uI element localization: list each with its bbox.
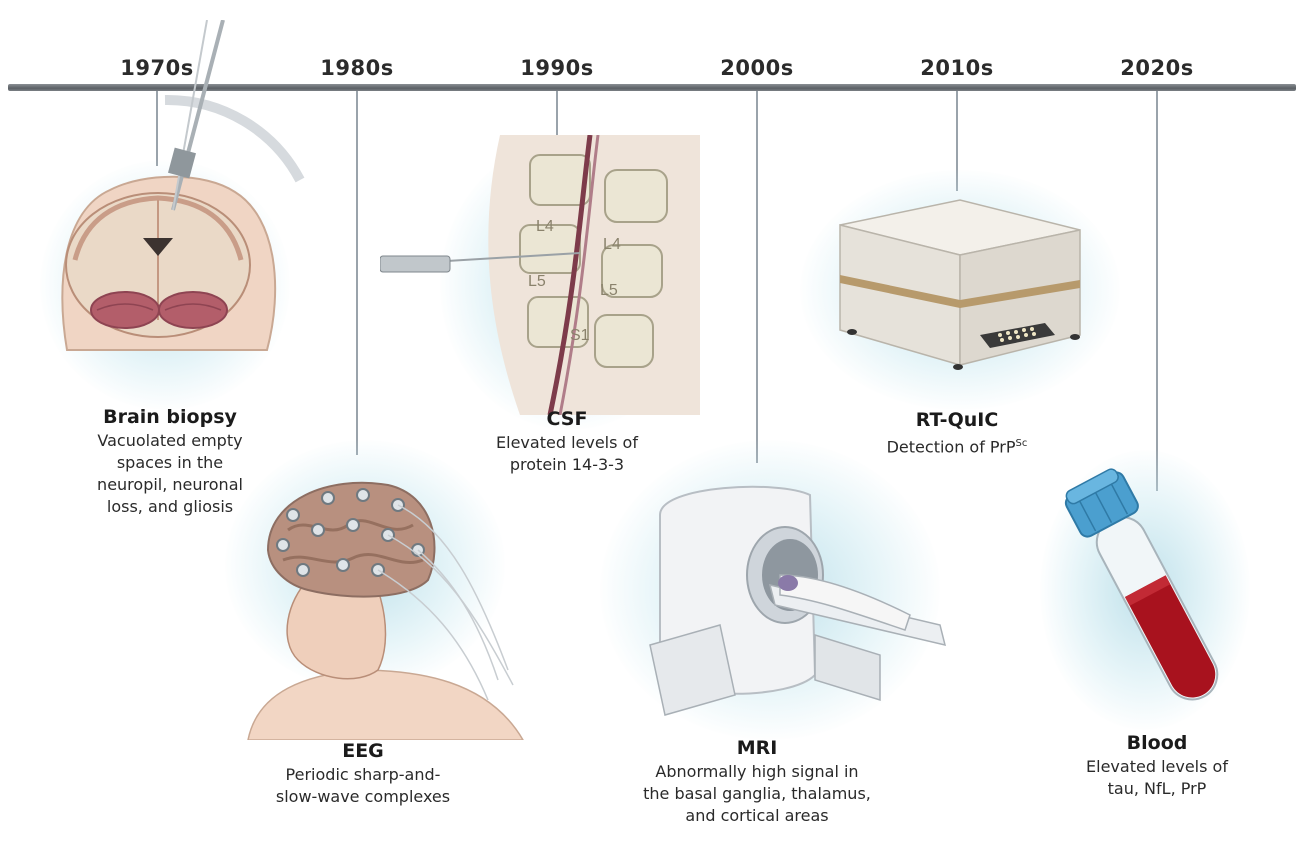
brain-biopsy-illustration (55, 20, 305, 420)
vertebra-label-s1: S1 (570, 327, 590, 345)
mri-title: MRI (607, 735, 907, 761)
vertebra-label-l5: L5 (528, 273, 546, 291)
csf-caption: CSF Elevated levels of protein 14-3-3 (417, 406, 717, 476)
connector-1980s (356, 91, 358, 455)
decade-label-2020s: 2020s (1097, 56, 1217, 80)
blood-description: Elevated levels of tau, NfL, PrP (1007, 756, 1296, 800)
blood-caption: Blood Elevated levels of tau, NfL, PrP (1007, 730, 1296, 800)
rtquic-description: Detection of PrPSc (807, 433, 1107, 458)
rtquic-instrument-illustration (830, 195, 1090, 375)
connector-2000s (756, 91, 758, 463)
eeg-caption: EEG Periodic sharp-and- slow-wave comple… (213, 738, 513, 808)
rtquic-title: RT-QuIC (807, 407, 1107, 433)
rtquic-description-superscript: Sc (1016, 438, 1028, 449)
eeg-title: EEG (213, 738, 513, 764)
mri-caption: MRI Abnormally high signal in the basal … (607, 735, 907, 827)
vertebra-label-l4-right: L4 (603, 236, 621, 254)
decade-label-2010s: 2010s (897, 56, 1017, 80)
rtquic-description-text: Detection of PrP (887, 437, 1016, 456)
csf-title: CSF (417, 406, 717, 432)
connector-1990s (556, 91, 558, 141)
vertebra-label-l4: L4 (536, 218, 554, 236)
blood-tube-illustration (1060, 465, 1240, 725)
biopsy-title: Brain biopsy (20, 404, 320, 430)
blood-title: Blood (1007, 730, 1296, 756)
decade-label-2000s: 2000s (697, 56, 817, 80)
vertebra-label-l5-right: L5 (600, 282, 618, 300)
decade-label-1990s: 1990s (497, 56, 617, 80)
eeg-description: Periodic sharp-and- slow-wave complexes (213, 764, 513, 808)
rtquic-caption: RT-QuIC Detection of PrPSc (807, 407, 1107, 458)
eeg-illustration (228, 470, 528, 740)
connector-2020s (1156, 91, 1158, 491)
mri-description: Abnormally high signal in the basal gang… (607, 761, 907, 827)
decade-label-1980s: 1980s (297, 56, 417, 80)
mri-scanner-illustration (640, 475, 950, 725)
